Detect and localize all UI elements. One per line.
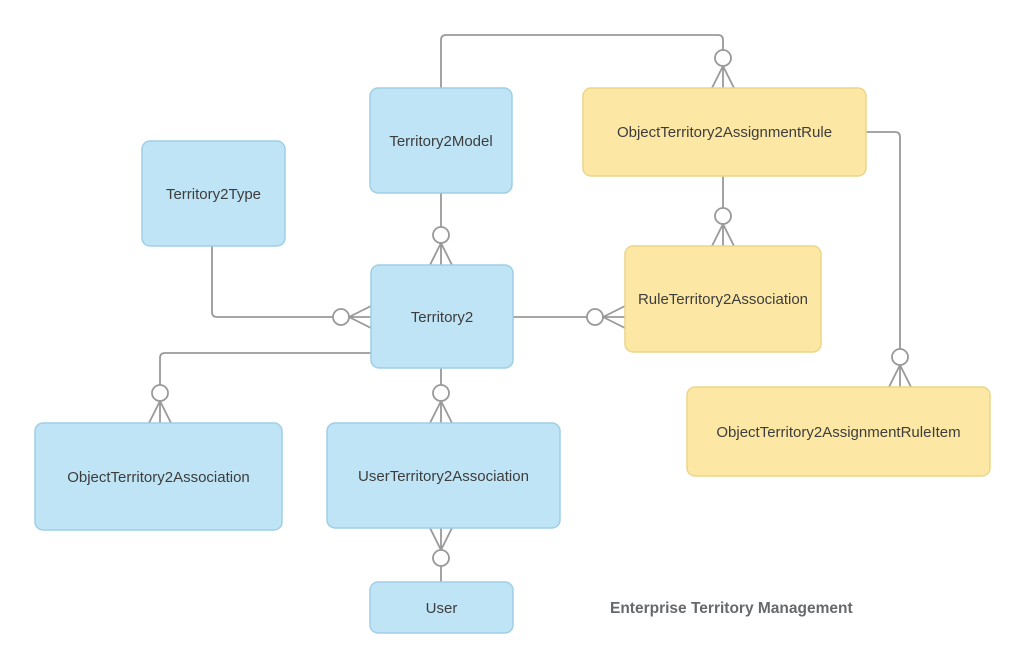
connector-line xyxy=(865,131,901,350)
zero-circle-icon xyxy=(714,49,732,67)
connector-territory2model-objectterritory2assignmentrule xyxy=(440,34,735,89)
connector-territory2-ruleterritory2association xyxy=(512,305,626,329)
entity-box xyxy=(369,581,514,634)
connector-objectterritory2assignmentrule-objectterritory2assignmentruleitem xyxy=(865,131,912,388)
entity-territory2: Territory2 xyxy=(370,264,514,369)
entity-label: ObjectTerritory2Association xyxy=(67,469,250,486)
crow-foot-many-icon xyxy=(711,223,735,247)
crow-foot-many-icon xyxy=(602,305,626,329)
entity-box xyxy=(686,386,991,477)
entity-ruleterritory2association: RuleTerritory2Association xyxy=(624,245,822,353)
connector-territory2model-territory2 xyxy=(429,192,453,266)
connector-territory2-userterritory2association xyxy=(429,367,453,424)
crow-foot-many-icon xyxy=(429,242,453,266)
crow-foot-many-icon xyxy=(429,527,453,551)
entity-territory2model: Territory2Model xyxy=(369,87,513,194)
entity-territory2type: Territory2Type xyxy=(141,140,286,247)
crow-foot-many-icon xyxy=(888,364,912,388)
connector-line xyxy=(159,352,372,386)
zero-circle-icon xyxy=(586,308,604,326)
zero-circle-icon xyxy=(432,384,450,402)
entity-box xyxy=(370,264,514,369)
entity-label: ObjectTerritory2AssignmentRuleItem xyxy=(716,424,960,441)
zero-circle-icon xyxy=(891,348,909,366)
entity-box xyxy=(326,422,561,529)
connector-line xyxy=(440,34,724,89)
connector-territory2type-territory2 xyxy=(211,245,372,329)
crow-foot-many-icon xyxy=(148,400,172,424)
connector-objectterritory2assignmentrule-ruleterritory2association xyxy=(711,175,735,247)
connector-line xyxy=(211,245,334,318)
entity-label: Territory2Type xyxy=(166,186,261,203)
crow-foot-many-icon xyxy=(711,65,735,89)
zero-circle-icon xyxy=(432,549,450,567)
entity-box xyxy=(141,140,286,247)
entity-box xyxy=(369,87,513,194)
crow-foot-many-icon xyxy=(348,305,372,329)
entity-objectterritory2assignmentruleitem: ObjectTerritory2AssignmentRuleItem xyxy=(686,386,991,477)
zero-circle-icon xyxy=(332,308,350,326)
entity-label: Territory2 xyxy=(411,309,474,326)
zero-circle-icon xyxy=(432,226,450,244)
crow-foot-many-icon xyxy=(429,400,453,424)
entity-label: User xyxy=(426,600,458,617)
entity-objectterritory2association: ObjectTerritory2Association xyxy=(34,422,283,531)
entity-box xyxy=(624,245,822,353)
entity-label: Territory2Model xyxy=(389,133,492,150)
entity-userterritory2association: UserTerritory2Association xyxy=(326,422,561,529)
entity-box xyxy=(582,87,867,177)
entity-label: UserTerritory2Association xyxy=(358,468,529,485)
zero-circle-icon xyxy=(151,384,169,402)
connector-territory2-objectterritory2association xyxy=(148,352,372,424)
entity-objectterritory2assignmentrule: ObjectTerritory2AssignmentRule xyxy=(582,87,867,177)
zero-circle-icon xyxy=(714,207,732,225)
entity-box xyxy=(34,422,283,531)
entity-label: ObjectTerritory2AssignmentRule xyxy=(617,124,832,141)
connector-user-userterritory2association xyxy=(429,527,453,583)
entity-label: RuleTerritory2Association xyxy=(638,291,808,308)
entity-user: User xyxy=(369,581,514,634)
diagram-caption: Enterprise Territory Management xyxy=(610,600,853,617)
